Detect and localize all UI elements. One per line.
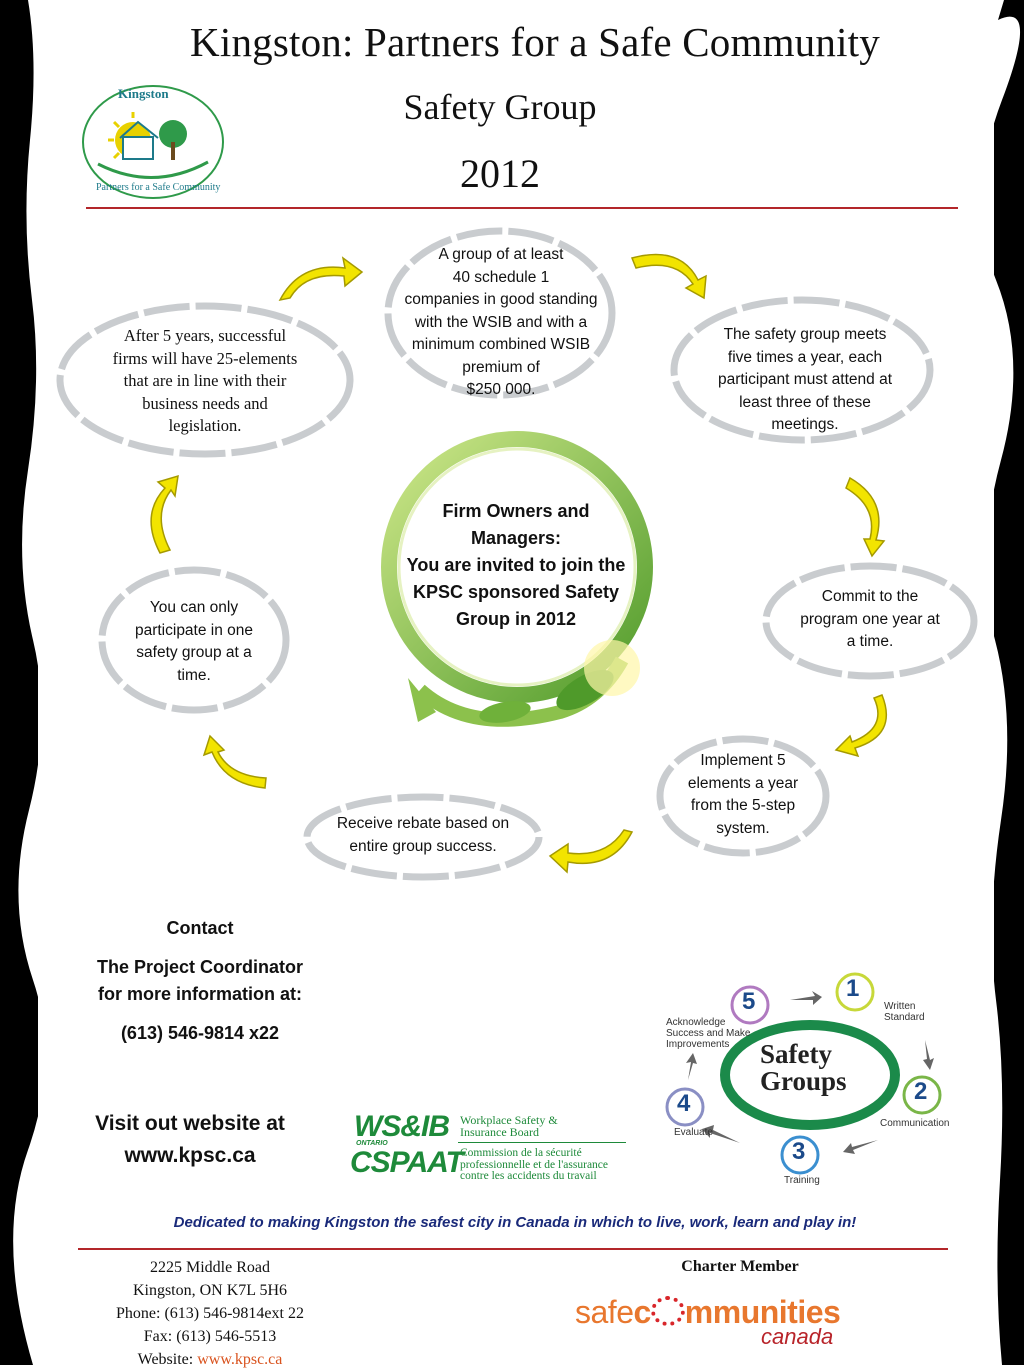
footer-phone: Phone: (613) 546-9814ext 22 [116,1305,304,1322]
step-ring [384,227,616,399]
sg-step-3-number: 3 [792,1138,806,1165]
wsib-logo: WS&IB ONTARIO CSPAAT Workplace Safety & … [350,1108,635,1188]
sg-step-1-number: 1 [846,975,860,1002]
contact-heading: Contact [166,918,234,938]
sg-step-5-label: Acknowledge Success and Make Improvement… [666,1017,751,1050]
wsib-en-line1: Workplace Safety & [460,1113,558,1127]
sc-canada: canada [761,1324,834,1349]
center-swirl [381,431,653,727]
contact-line2: for more information at: [97,984,302,1004]
safety-groups-title: Safety Groups [760,1041,847,1095]
address-line2: Kingston, ON K7L 5H6 [132,1282,288,1299]
wsib-fr-line2: professionnelle et de l'assurance [460,1158,609,1171]
right-border-decoration [994,0,1024,1365]
visit-website-label: Visit out website at [95,1112,285,1135]
cycle-arrow [845,476,886,558]
sg-step-3-label: Training [784,1175,820,1186]
sg-step-2-number: 2 [914,1078,928,1105]
sc-safe: safe [575,1294,634,1330]
wsib-english-name: Workplace Safety & Insurance Board [460,1114,558,1138]
center-invitation: Firm Owners and Managers: You are invite… [406,501,626,629]
wsib-ontario: ONTARIO [356,1140,388,1147]
safety-groups-graphic: 1 2 3 4 5 Written Standard Communication… [660,965,960,1190]
charter-member-label: Charter Member [681,1258,799,1275]
cspaat-wordmark: CSPAAT [350,1146,464,1179]
step-ring [670,296,934,444]
wsib-wordmark: WS&IB [354,1110,450,1143]
cycle-arrow [630,253,707,300]
visit-website-url[interactable]: www.kpsc.ca [124,1144,256,1167]
step-implement: Implement 5 elements a year from the 5-s… [687,752,799,837]
logo-ring-text: Partners for a Safe Community [96,182,220,193]
wsib-french-name: Commission de la sécurité professionnell… [460,1147,609,1183]
step-ring [656,735,830,857]
wsib-fr-line1: Commission de la sécurité [460,1147,582,1159]
wsib-divider [458,1142,626,1143]
step-ring [98,566,290,714]
cycle-arrow [278,256,364,302]
contact-line1: The Project Coordinator [96,957,303,977]
safe-communities-canada-logo: safec mmunities canada [575,1290,915,1350]
step-five-years: After 5 years, successful firms will hav… [112,326,298,435]
page-title: Kingston: Partners for a Safe Community [190,19,880,65]
logo-top-text: Kingston [118,86,169,101]
cycle-arrow [548,829,634,874]
step-rebate: Receive rebate based on entire group suc… [336,815,510,855]
header-divider [86,207,958,209]
step-commit: Commit to the program one year at a time… [800,588,940,650]
kpsc-logo: Kingston Partners for a Safe Community [82,85,224,199]
website-link[interactable]: www.kpsc.ca [197,1351,283,1368]
address-line1: 2225 Middle Road [150,1259,270,1276]
step-ring [56,302,354,458]
footer-website: Website: www.kpsc.ca [80,1348,340,1371]
sg-step-1-label: Written Standard [884,1001,925,1023]
sg-step-5-number: 5 [742,988,756,1015]
sg-title-line1: Safety [760,1039,832,1069]
sg-step-2-label: Communication [880,1118,950,1129]
footer-divider [78,1248,948,1250]
safety-group-cycle-diagram [56,227,978,881]
footer-fax: Fax: (613) 546-5513 [143,1328,277,1345]
tagline: Dedicated to making Kingston the safest … [173,1214,857,1231]
left-border-decoration [0,0,38,1365]
page-subtitle: Safety Group [403,87,597,127]
cycle-arrow [834,694,887,758]
step-eligibility: A group of at least 40 schedule 1 compan… [404,246,598,398]
contact-phone: (613) 546-9814 x22 [120,1023,280,1043]
cycle-arrow [202,734,267,789]
sg-step-4-label: Evaluate [674,1127,713,1138]
sc-globe-icon [650,1296,685,1326]
sc-mmunities: mmunities [684,1294,841,1330]
website-label: Website: [137,1351,198,1368]
wsib-fr-line3: contre les accidents du travail [460,1170,597,1182]
cycle-arrow [150,474,179,554]
step-ring [762,562,978,680]
step-meetings: The safety group meets five times a year… [717,326,893,433]
safety-groups-diagram [665,972,942,1175]
wsib-en-line2: Insurance Board [460,1125,539,1139]
step-ring [303,793,543,881]
step-one-group: You can only participate in one safety g… [134,599,254,684]
sc-c: c [633,1294,651,1330]
page-year: 2012 [460,151,540,196]
footer-address-block: 2225 Middle Road Kingston, ON K7L 5H6 Ph… [80,1256,340,1371]
sg-step-4-number: 4 [677,1090,691,1117]
safe-communities-wordmark: safec mmunities [575,1294,841,1331]
sg-title-line2: Groups [760,1066,847,1096]
